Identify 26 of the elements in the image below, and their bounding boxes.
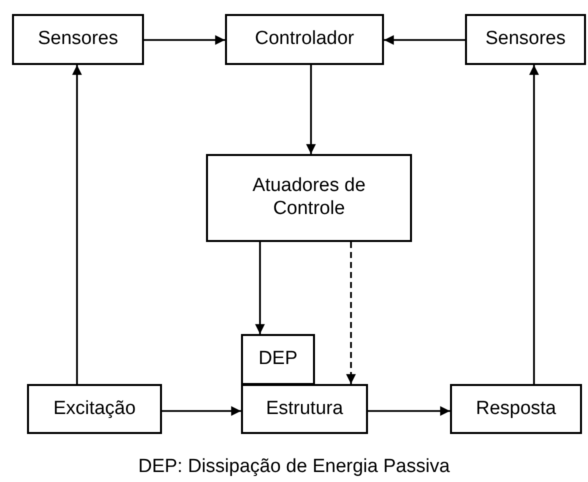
box-label: Sensores — [485, 28, 566, 51]
box-label: Resposta — [476, 398, 556, 420]
arrow — [144, 35, 225, 45]
box-label: Excitação — [53, 398, 136, 420]
process-box — [225, 14, 384, 65]
arrow — [306, 65, 316, 154]
process-box — [241, 334, 315, 385]
arrow — [72, 65, 82, 384]
process-box — [241, 384, 368, 434]
process-box — [450, 384, 582, 434]
box-label: Sensores — [38, 28, 118, 51]
process-box — [206, 154, 412, 242]
arrow — [384, 35, 465, 45]
arrow — [529, 65, 539, 384]
dashed-arrow — [346, 242, 356, 384]
box-label: Estrutura — [266, 398, 344, 420]
arrow — [255, 242, 265, 334]
caption: DEP: Dissipação de Energia Passiva — [137, 456, 451, 478]
process-box — [27, 384, 162, 434]
arrow — [368, 406, 450, 416]
box-label: Controlador — [254, 28, 354, 51]
arrow — [162, 406, 241, 416]
box-label: Atuadores de Controle — [251, 175, 367, 221]
process-box — [465, 14, 586, 65]
box-label: DEP — [258, 348, 298, 371]
process-box — [12, 14, 144, 65]
